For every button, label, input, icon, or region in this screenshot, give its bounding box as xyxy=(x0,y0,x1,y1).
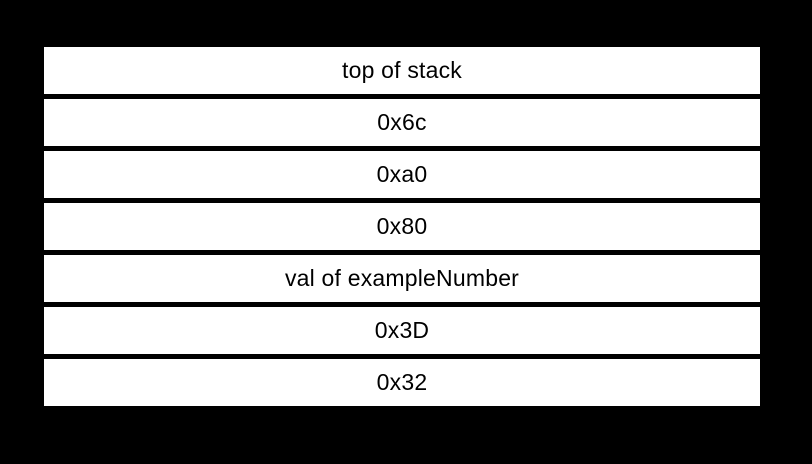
stack-row-0xa0: 0xa0 xyxy=(44,151,760,198)
stack-cell-label: top of stack xyxy=(341,57,463,83)
stack-cell-label: val of exampleNumber xyxy=(284,265,520,291)
stack-cell-label: 0x6c xyxy=(377,109,427,135)
stack-cell-label: 0x80 xyxy=(376,213,428,239)
stack-row-0x6c: 0x6c xyxy=(44,99,760,146)
stack-cell-label: 0x32 xyxy=(376,369,428,395)
stack-cell-label: 0xa0 xyxy=(376,161,428,187)
stack-diagram: top of stack 0x6c 0xa0 0x80 val of examp… xyxy=(44,47,760,406)
stack-cell-label: 0x3D xyxy=(374,317,430,343)
stack-row-0x3d: 0x3D xyxy=(44,307,760,354)
stack-row-top-of-stack: top of stack xyxy=(44,47,760,94)
stack-row-val-of-examplenumber: val of exampleNumber xyxy=(44,255,760,302)
stack-row-0x80: 0x80 xyxy=(44,203,760,250)
stack-row-0x32: 0x32 xyxy=(44,359,760,406)
